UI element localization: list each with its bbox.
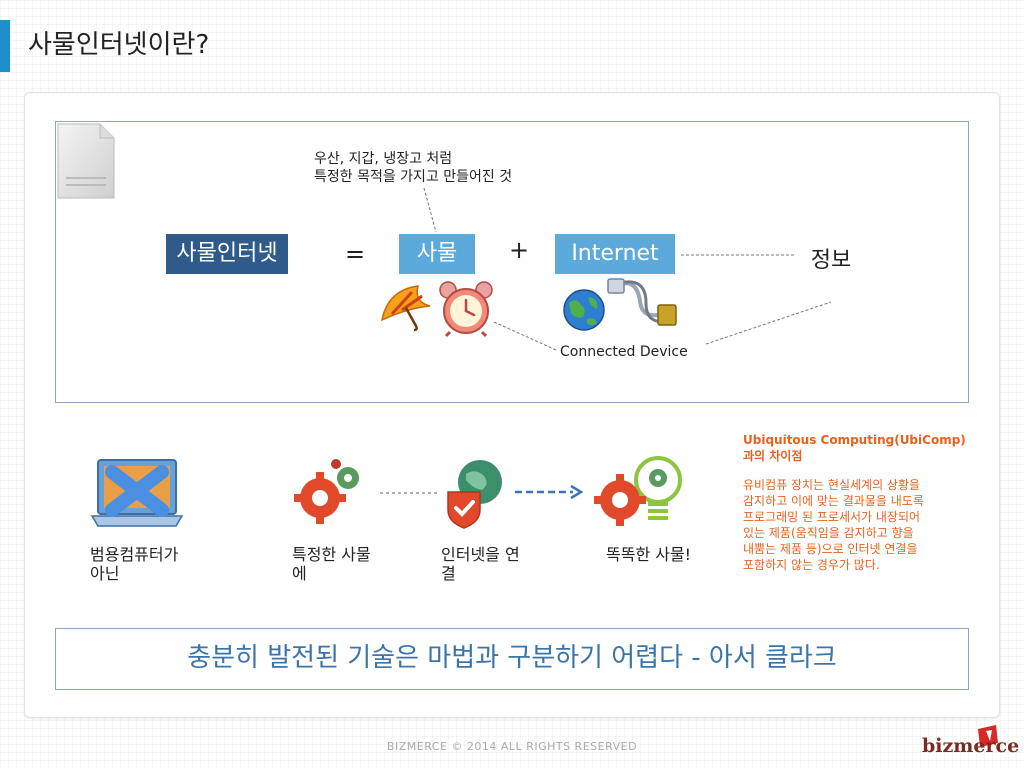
network-cable-icon bbox=[607, 278, 677, 326]
logo-text: bizmerce bbox=[922, 735, 1020, 757]
step-line: 범용컴퓨터가 bbox=[90, 545, 179, 564]
ubicomp-line: 있는 제품(움직임을 감지하고 향을 bbox=[743, 526, 914, 540]
step-line: 똑똑한 사물! bbox=[606, 545, 692, 564]
step-general-computer: 범용컴퓨터가 아닌 bbox=[90, 545, 178, 583]
page-title: 사물인터넷이란? bbox=[28, 30, 210, 60]
step-internet-connect: 인터넷을 연 결 bbox=[441, 545, 520, 583]
dotted-connector bbox=[380, 492, 440, 494]
step-line: 특정한 사물 bbox=[292, 545, 371, 564]
internet-label: Internet bbox=[555, 234, 675, 274]
note-line-2: 특정한 목적을 가지고 만들어진 것 bbox=[314, 169, 513, 185]
ubicomp-line: 프로그래밍 된 프로세서가 내장되어 bbox=[743, 510, 921, 524]
step-line: 에 bbox=[292, 564, 307, 583]
step-line: 인터넷을 연 bbox=[441, 545, 520, 564]
diagram-connectors bbox=[423, 187, 832, 351]
dashed-arrow bbox=[515, 484, 584, 500]
thing-description-note: 우산, 지갑, 냉장고 처럼 특정한 목적을 가지고 만들어진 것 bbox=[314, 150, 512, 186]
ubicomp-title: Ubiquitous Computing(UbiComp) 과의 차이점 bbox=[743, 432, 966, 464]
step-line: 결 bbox=[441, 564, 456, 583]
document-icon bbox=[57, 123, 115, 199]
thing-label: 사물 bbox=[399, 234, 475, 274]
ubicomp-title-line: 과의 차이점 bbox=[743, 449, 803, 463]
alarm-clock-icon bbox=[439, 281, 493, 338]
bizmerce-logo-icon bbox=[978, 725, 998, 747]
equals-sign: = bbox=[345, 240, 366, 268]
note-line-1: 우산, 지갑, 냉장고 처럼 bbox=[314, 151, 453, 167]
step-smart-thing: 똑똑한 사물! bbox=[606, 545, 691, 564]
bizmerce-logo[interactable]: bizmerce bbox=[922, 725, 1019, 763]
gears-bulb-icon bbox=[594, 456, 682, 526]
ubicomp-line: 유비컴퓨 장치는 현실세계의 상황을 bbox=[743, 478, 921, 492]
quote-box: 충분히 발전된 기술은 마법과 구분하기 어렵다 - 아서 클라크 bbox=[55, 628, 969, 690]
ubicomp-line: 포함하지 않는 경우가 많다. bbox=[743, 558, 880, 572]
iot-diagram: 우산, 지갑, 냉장고 처럼 특정한 목적을 가지고 만들어진 것 사물인터넷 … bbox=[55, 121, 969, 403]
step-line: 아닌 bbox=[90, 564, 120, 583]
ubicomp-line: 감지하고 이에 맞는 결과물을 내도록 bbox=[743, 494, 924, 508]
info-label: 정보 bbox=[810, 248, 852, 273]
umbrella-icon bbox=[380, 285, 431, 332]
iot-label: 사물인터넷 bbox=[166, 234, 288, 274]
laptop-x-icon bbox=[90, 459, 184, 527]
plus-sign: + bbox=[509, 236, 530, 264]
step-specific-thing: 특정한 사물 에 bbox=[292, 545, 371, 583]
title-accent-bar bbox=[0, 20, 10, 72]
connected-device-label: Connected Device bbox=[560, 344, 688, 360]
gears-icon bbox=[294, 459, 359, 524]
ubicomp-title-line: Ubiquitous Computing(UbiComp) bbox=[743, 433, 966, 447]
footer-copyright: BIZMERCE © 2014 ALL RIGHTS RESERVED bbox=[386, 740, 638, 753]
ubicomp-description: 유비컴퓨 장치는 현실세계의 상황을 감지하고 이에 맞는 결과물을 내도록 프… bbox=[743, 477, 973, 573]
ubicomp-line: 내뿜는 제품 등)으로 인터넷 연결을 bbox=[743, 542, 918, 556]
globe-icon bbox=[563, 289, 605, 331]
globe-shield-icon bbox=[447, 460, 502, 529]
